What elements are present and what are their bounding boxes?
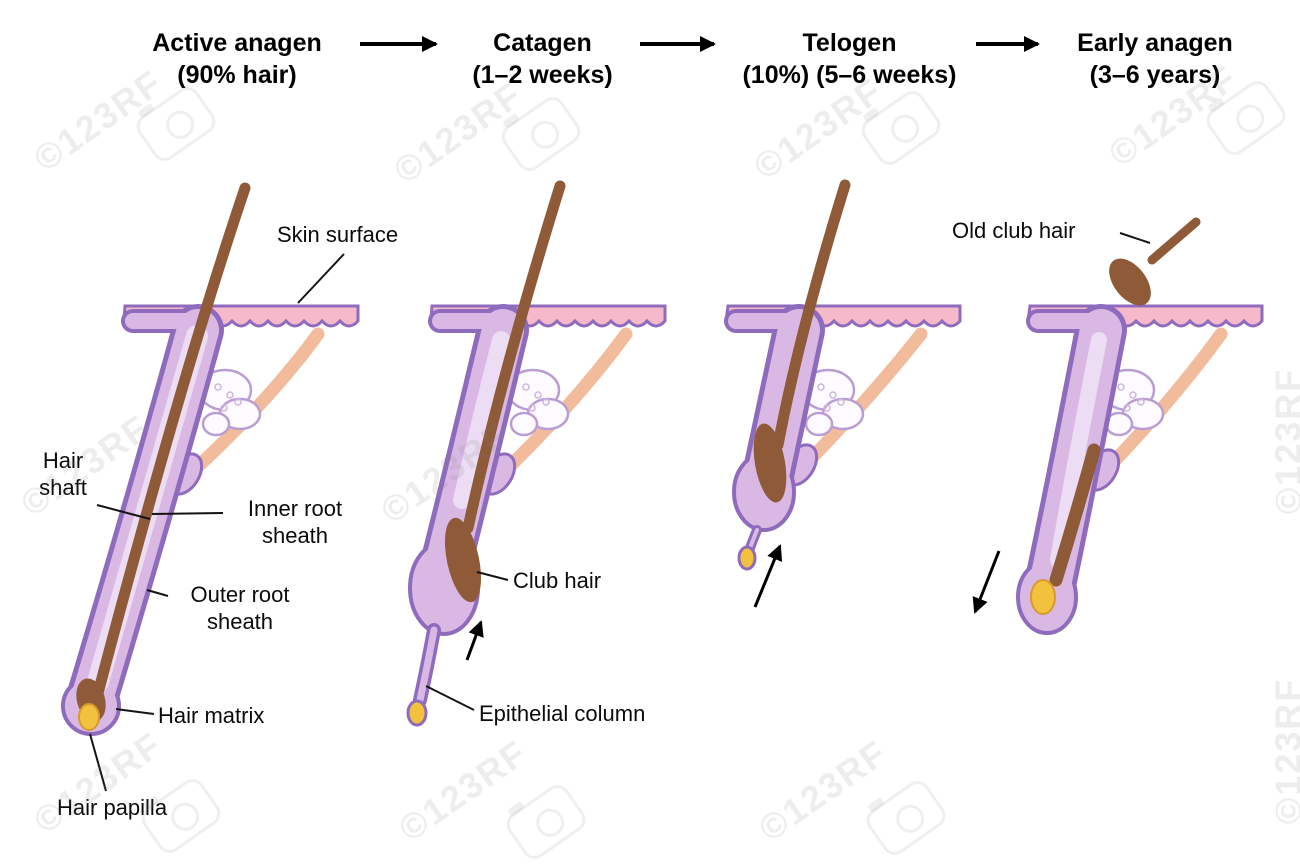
label-outer-root-sheath: Outer root sheath (190, 582, 290, 634)
sebaceous-gland-shape (197, 368, 262, 437)
label-hair-matrix: Hair matrix (158, 703, 265, 728)
label-club-hair: Club hair (513, 568, 602, 593)
hair-papilla-leader (89, 733, 107, 792)
label-hair-shaft: Hair shaft (39, 448, 87, 500)
stage-title-active-anagen: Active anagen (90% hair) (118, 27, 356, 91)
follicle-catagen (406, 180, 667, 727)
hair-shaft-leader (96, 504, 151, 520)
follicle-telogen (724, 179, 962, 608)
club-hair-shape (444, 517, 482, 603)
hair-shaft-shape (462, 180, 566, 534)
old-club-hair-leader (1119, 232, 1151, 244)
stage-subtitle-text: (10%) (5–6 weeks) (742, 61, 957, 89)
hair-papilla-shape (1030, 579, 1056, 615)
sebaceous-gland-shape (505, 368, 570, 437)
old-club-hair-shape (1109, 217, 1201, 306)
label-hair-papilla: Hair papilla (57, 795, 168, 820)
upward-movement-arrow-icon (465, 620, 484, 661)
upward-movement-arrow-icon (753, 544, 783, 608)
outer-root-sheath-leader (146, 589, 169, 597)
stage-title-early-anagen: Early anagen (3–6 years) (1046, 27, 1264, 91)
hair-papilla-shape (737, 545, 757, 571)
stage-title-text: Early anagen (1077, 29, 1233, 57)
arrector-pili-muscle-shape (1099, 327, 1228, 477)
hair-papilla-shape (78, 703, 100, 731)
stage-title-text: Telogen (802, 29, 897, 57)
epithelial-column-leader (425, 685, 475, 711)
inner-root-sheath-leader (151, 512, 224, 515)
label-old-club-hair: Old club hair (952, 218, 1076, 243)
hair-papilla-shape (406, 699, 428, 727)
label-inner-root-sheath: Inner root sheath (247, 496, 343, 548)
arrector-pili-muscle-shape (495, 327, 633, 481)
stage-title-text: Active anagen (152, 29, 322, 57)
stage-subtitle-text: (3–6 years) (1089, 61, 1221, 89)
inner-root-sheath-shape (453, 331, 510, 509)
hair-shaft-shape (772, 179, 851, 451)
downward-movement-arrow-icon (972, 550, 1001, 614)
follicle-active-anagen (61, 182, 360, 736)
stage-subtitle-text: (1–2 weeks) (472, 61, 613, 89)
stage-title-text: Catagen (493, 29, 592, 57)
new-hair-shape (1049, 443, 1101, 587)
stage-title-catagen: Catagen (1–2 weeks) (450, 27, 635, 91)
label-epithelial-column: Epithelial column (479, 701, 646, 726)
arrector-pili-muscle-shape (183, 327, 325, 481)
hair-shaft-shape (86, 182, 251, 722)
stage-title-telogen: Telogen (10%) (5–6 weeks) (728, 27, 971, 91)
arrector-pili-muscle-shape (798, 327, 928, 472)
label-leader-lines (89, 232, 1151, 792)
epithelial-column-fill (416, 626, 438, 704)
skin-surface-leader (297, 253, 345, 304)
club-hair-leader (476, 571, 509, 581)
hair-matrix-leader (115, 708, 155, 715)
inner-root-sheath-shape (1050, 332, 1107, 568)
label-skin-surface: Skin surface (277, 222, 399, 247)
follicle-early-anagen (972, 217, 1264, 635)
stage-subtitle-text: (90% hair) (177, 61, 297, 89)
